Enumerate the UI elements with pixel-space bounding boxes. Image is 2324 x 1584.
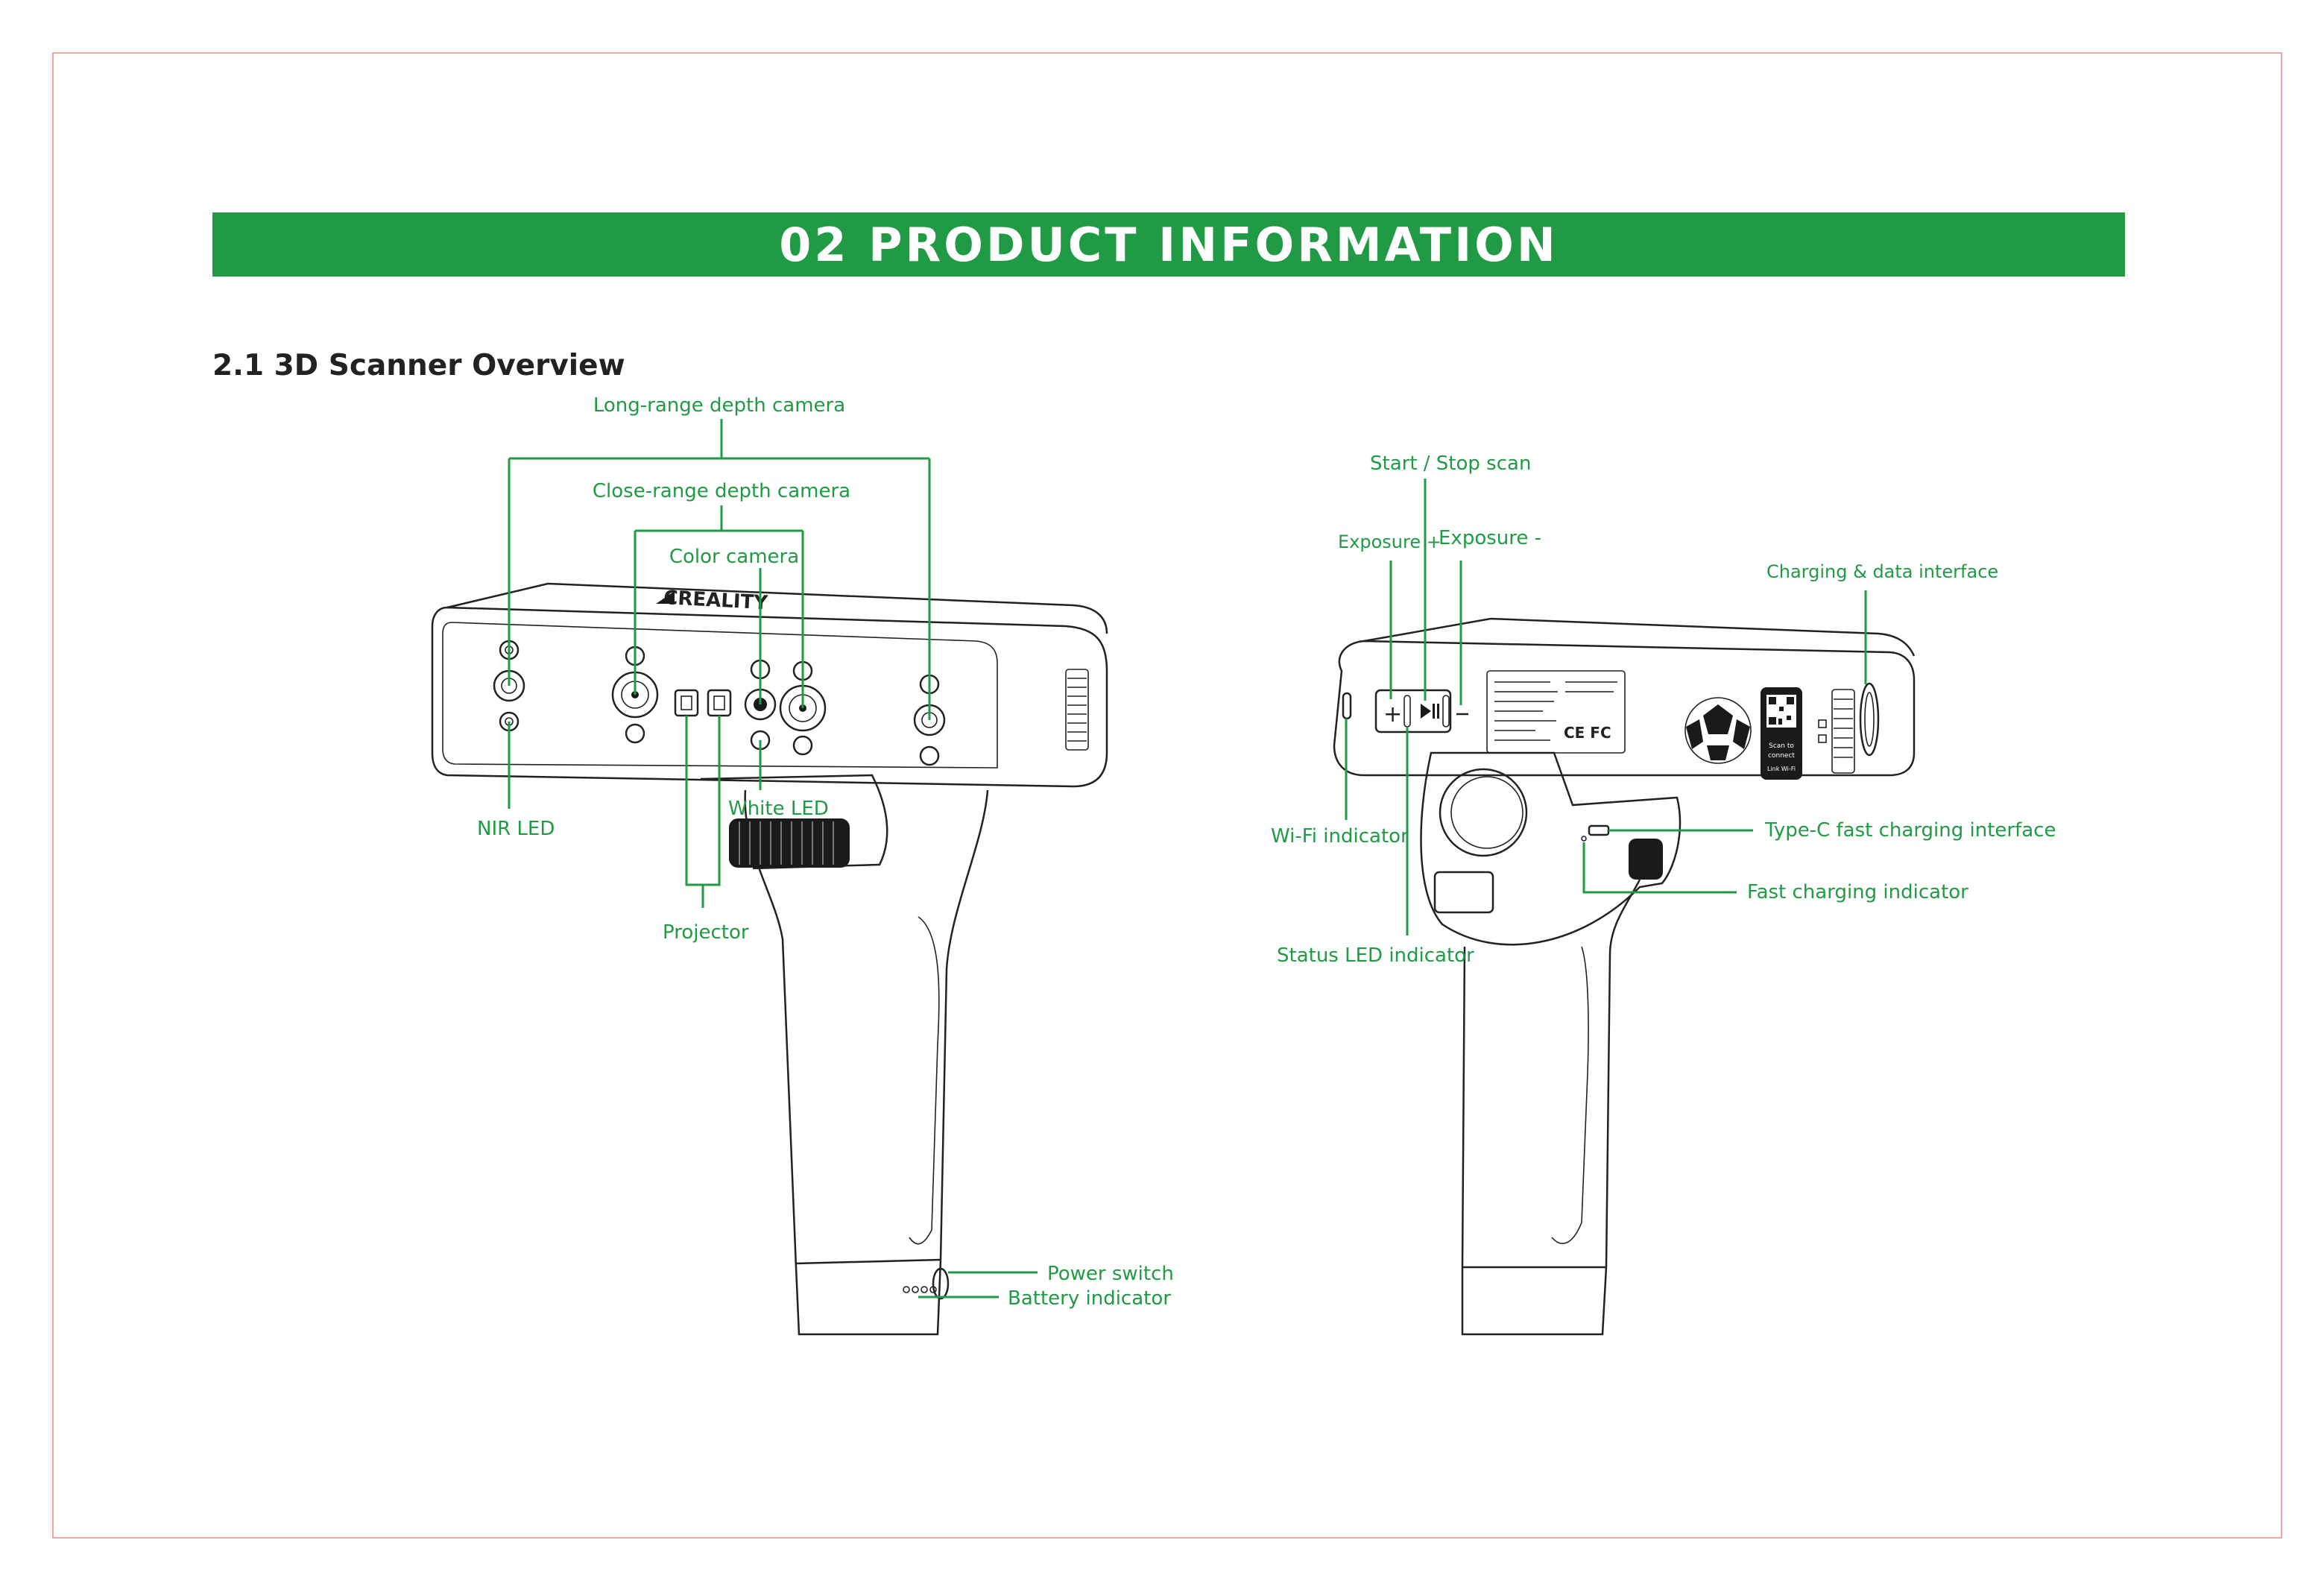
label-exposure-minus: Exposure - [1439,527,1541,549]
front-head-body [431,606,1108,788]
back-status-led-slot [1403,695,1411,728]
banner-title: 02 PRODUCT INFORMATION [779,217,1559,272]
label-white-led: White LED [728,798,829,820]
back-display-window [1433,871,1494,914]
leader-close-range-depth-camera [634,505,804,708]
front-handle-base-seam [795,1258,941,1265]
front-head-top [446,582,1108,634]
front-handle-grip-edge [909,916,940,1245]
front-dial-ridges [739,821,834,865]
front-neck [700,774,888,870]
svg-text:Link Wi-Fi: Link Wi-Fi [1767,766,1796,772]
label-long-range-depth-camera: Long-range depth camera [593,394,845,417]
label-exposure-plus: Exposure + [1338,531,1442,552]
back-round-button-outer [1439,768,1528,857]
leader-fast-charging-indicator [1582,842,1737,894]
back-qr-sticker: Scan to connect Link Wi-Fi [1761,687,1802,780]
label-start-stop-scan: Start / Stop scan [1370,452,1531,475]
label-close-range-depth-camera: Close-range depth camera [593,480,850,502]
svg-text:Scan to: Scan to [1769,742,1794,750]
back-fan-grille [1684,697,1752,764]
label-color-camera: Color camera [669,546,799,568]
back-regulatory-label: CE FC [1486,670,1626,754]
svg-text:connect: connect [1768,752,1795,760]
label-battery-indicator: Battery indicator [1008,1287,1171,1310]
leader-long-range-depth-camera [508,419,931,720]
front-view: CREALITY [431,394,1174,1336]
leader-projector [685,716,721,908]
label-nir-led: NIR LED [477,818,555,840]
back-charging-data-port [1859,682,1880,757]
back-side-ports [1818,682,1880,774]
back-handle [1461,879,1641,1336]
back-view: + CE FC [1271,452,2056,1336]
front-dial [729,818,850,868]
back-type-c-port [1588,824,1610,836]
back-dial [1629,839,1663,880]
back-exposure-plus-icon: + [1383,701,1402,728]
front-power-switch [903,1267,950,1300]
label-type-c-fast-charging-interface: Type-C fast charging interface [1764,819,2056,842]
chapter-banner: 02 PRODUCT INFORMATION [212,212,2125,277]
back-handle-grip-edge [1551,946,1589,1244]
label-charging-data-interface: Charging & data interface [1766,561,1998,582]
front-projector-modules [674,689,732,717]
page-frame [52,52,2282,1539]
front-logo-mark [656,591,675,604]
back-fast-charging-led [1581,836,1587,842]
label-wifi-indicator: Wi-Fi indicator [1271,825,1409,848]
label-power-switch: Power switch [1047,1263,1174,1285]
section-title: 2.1 3D Scanner Overview [212,349,625,382]
front-face-panel [442,622,998,769]
back-wifi-indicator-slot [1342,692,1352,720]
label-projector: Projector [663,921,749,944]
front-handle [744,789,989,1336]
back-play-pause-icon [1421,704,1431,719]
front-logo-text: CREALITY [663,587,769,614]
front-side-vent [1065,669,1089,751]
label-status-led-indicator: Status LED indicator [1277,944,1474,967]
back-ce-fc-marks: CE FC [1564,724,1611,742]
label-fast-charging-indicator: Fast charging indicator [1747,881,1968,903]
back-neck [1420,751,1682,946]
back-round-button-inner [1450,776,1523,849]
back-head-top [1363,617,1916,657]
